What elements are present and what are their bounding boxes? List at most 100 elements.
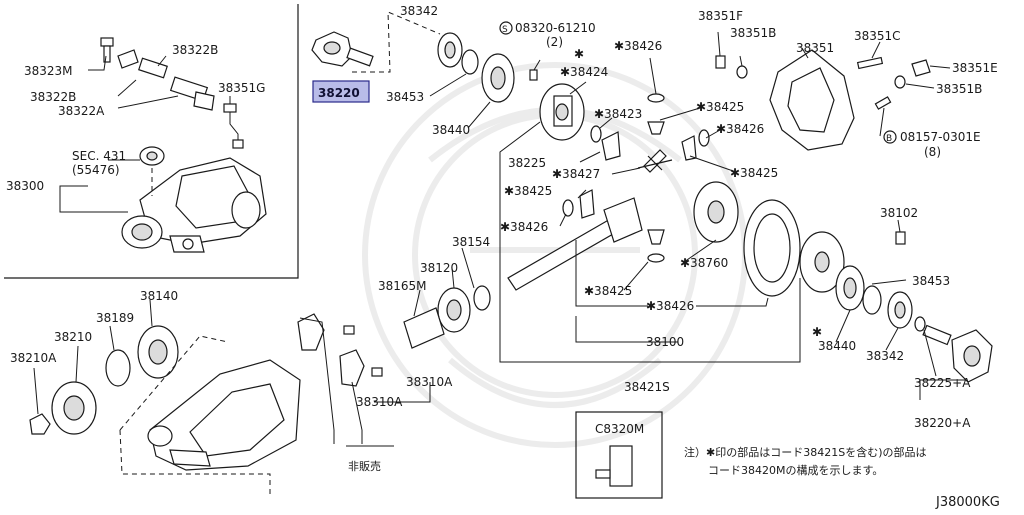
washer-38351B-a (736, 65, 748, 79)
callout-38453[interactable]: 38453 (386, 90, 424, 104)
drive-pinion-38100 (507, 197, 643, 291)
flange-38210 (51, 381, 97, 435)
callout-38140[interactable]: 38140 (140, 289, 178, 303)
washer-38426-a (647, 93, 665, 103)
side-gear-38423 (601, 131, 621, 161)
callout-38426[interactable]: ✱38426 (500, 220, 548, 234)
bracket-38322B (117, 49, 139, 69)
qty-08157: (8) (924, 145, 941, 159)
callout-38225[interactable]: 38225 (508, 156, 546, 170)
sec-ref[interactable]: SEC. 431 (72, 149, 126, 163)
callout-C8320M[interactable]: C8320M (595, 422, 644, 436)
callout-38351B[interactable]: 38351B (936, 82, 982, 96)
callout-38425[interactable]: ✱38425 (730, 166, 778, 180)
note-line-2: コード38420Mの構成を示します。 (708, 464, 883, 477)
washer-38423 (590, 125, 602, 143)
callout-38210A[interactable]: 38210A (10, 351, 57, 365)
flange-38220A (922, 324, 993, 383)
callout-38322B[interactable]: 38322B (172, 43, 218, 57)
callout-38423[interactable]: ✱38423 (594, 107, 642, 121)
callout-38225-A[interactable]: 38225+A (914, 376, 971, 390)
nut-38210A (29, 413, 51, 435)
not-sold-label: 非販売 (348, 460, 381, 473)
callout-38300[interactable]: 38300 (6, 179, 44, 193)
clamp-38322B (193, 91, 215, 111)
callout-38351[interactable]: 38351 (796, 41, 834, 55)
callout-38425[interactable]: ✱38425 (584, 284, 632, 298)
bearing-38440-top (481, 53, 515, 103)
annotation-texts: S (2) B (8) SEC. 431 (55476) ✱ ✱ 非販売 注）✱… (72, 21, 1000, 510)
callout-38351B[interactable]: 38351B (730, 26, 776, 40)
callout-38165M[interactable]: 38165M (378, 279, 427, 293)
differential-assy-38300 (121, 157, 267, 253)
callout-38220-A[interactable]: 38220+A (914, 416, 971, 430)
callout-38342[interactable]: 38342 (400, 4, 438, 18)
callout-38102[interactable]: 38102 (880, 206, 918, 220)
callout-38120[interactable]: 38120 (420, 261, 458, 275)
callout-38220[interactable]: 38220 (318, 86, 360, 100)
pinion-cross-38427 (637, 155, 673, 171)
callout-38154[interactable]: 38154 (452, 235, 490, 249)
callout-38322A[interactable]: 38322A (58, 104, 105, 118)
callout-38440[interactable]: 38440 (432, 123, 470, 137)
bearing-38342-top (437, 32, 463, 68)
callout-38440[interactable]: 38440 (818, 339, 856, 353)
callout-38210[interactable]: 38210 (54, 330, 92, 344)
circle-s-symbol (499, 21, 513, 35)
seal-38189 (105, 349, 131, 387)
callout-38421S[interactable]: 38421S (624, 380, 670, 394)
callout-38351F[interactable]: 38351F (698, 9, 743, 23)
callout-38351G[interactable]: 38351G (218, 81, 265, 95)
plug-38351E (911, 59, 931, 77)
inset-mounting-parts (100, 37, 267, 253)
bearing-38342-right (887, 291, 913, 329)
callout-38100[interactable]: 38100 (646, 335, 684, 349)
callout-38425[interactable]: ✱38425 (504, 184, 552, 198)
bolt-38310A-a (343, 325, 355, 335)
callout-38760[interactable]: ✱38760 (680, 256, 728, 270)
diff-case-38424 (539, 83, 585, 141)
callout-38427[interactable]: ✱38427 (552, 167, 600, 181)
star-mark: ✱ (574, 47, 584, 61)
callout-38342[interactable]: 38342 (866, 349, 904, 363)
callout-08320-61210[interactable]: 08320-61210 (515, 21, 596, 35)
callout-38426[interactable]: ✱38426 (614, 39, 662, 53)
sleeve-38322A (138, 57, 168, 79)
sealant-box (575, 411, 663, 499)
callout-labels: 38323M 38322B 38322B 38322A 38351G 38300… (6, 4, 998, 436)
callout-08157-0301E[interactable]: 08157-0301E (900, 130, 981, 144)
callout-38310A[interactable]: 38310A (406, 375, 453, 389)
diff-case-right (799, 231, 845, 293)
callout-38310A[interactable]: 38310A (356, 395, 403, 409)
circle-b-letter: B (886, 134, 892, 144)
washer-38453-top (461, 49, 479, 75)
callout-38426[interactable]: ✱38426 (716, 122, 764, 136)
ring-gear (743, 199, 801, 297)
plug-38351F (715, 55, 726, 69)
pinion-shaft-38427 (643, 149, 667, 173)
washer-38426-b (698, 129, 710, 147)
callout-38426[interactable]: ✱38426 (646, 299, 694, 313)
callout-38351C[interactable]: 38351C (854, 29, 901, 43)
callout-38323M[interactable]: 38323M (24, 64, 73, 78)
inset-frame (4, 4, 299, 279)
callout-38425[interactable]: ✱38425 (696, 100, 744, 114)
bolt-38102 (895, 231, 906, 245)
callout-38189[interactable]: 38189 (96, 311, 134, 325)
callout-38322B[interactable]: 38322B (30, 90, 76, 104)
sealant-tube-C8320M (595, 445, 633, 487)
spacer-38165M (403, 307, 445, 349)
flange-38220 (311, 31, 374, 67)
callout-38424[interactable]: ✱38424 (560, 65, 608, 79)
washer-38154 (473, 285, 491, 311)
cap-38310A-a (297, 313, 325, 351)
highlight-box-38220 (312, 80, 370, 103)
callout-38351E[interactable]: 38351E (952, 61, 998, 75)
bolt-38310A-b (371, 367, 383, 377)
bearing-38440-right (835, 265, 865, 311)
washer-38426-d (647, 253, 665, 263)
callout-38453[interactable]: 38453 (912, 274, 950, 288)
washer-38426-c (562, 199, 574, 217)
